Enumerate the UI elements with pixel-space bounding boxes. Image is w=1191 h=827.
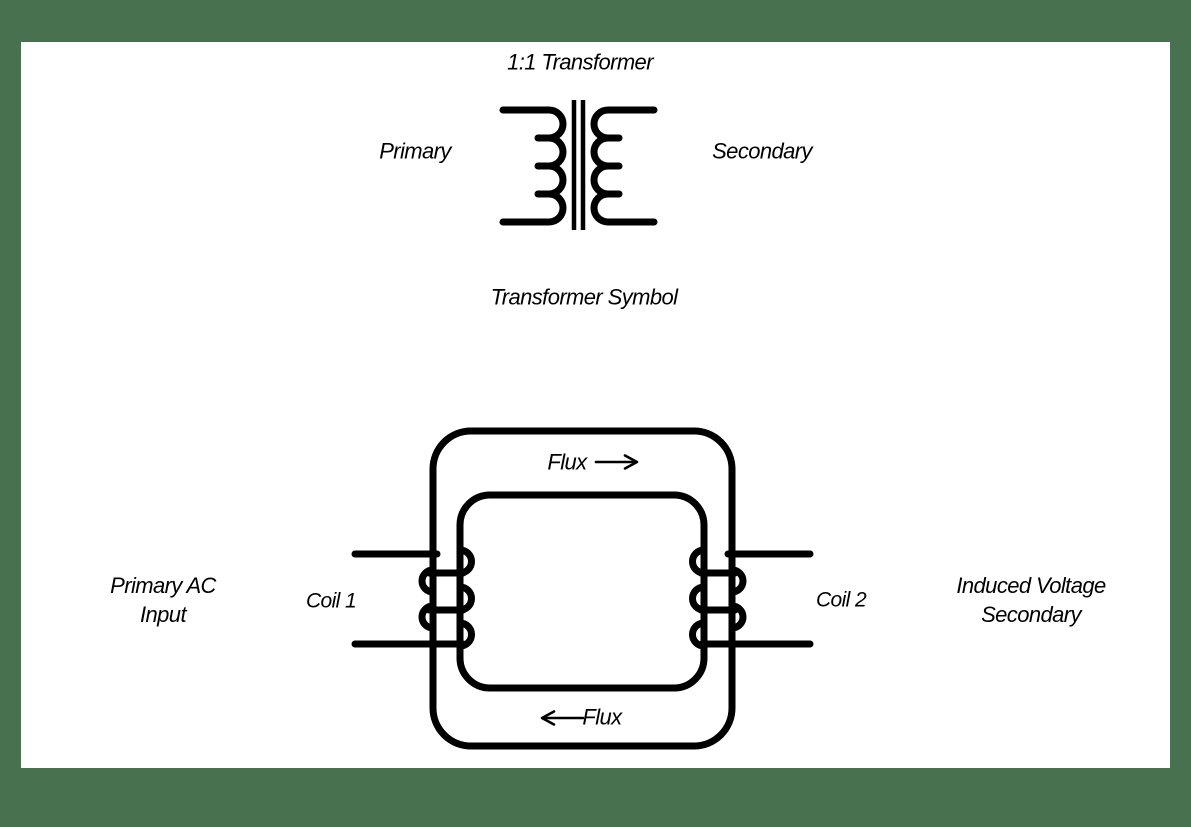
secondary-label: Secondary: [712, 138, 812, 164]
symbol-title: 1:1 Transformer: [507, 49, 653, 75]
primary-input-line1: Primary AC: [110, 573, 216, 598]
coil-2-label: Coil 2: [815, 588, 867, 612]
primary-input-line2: Input: [140, 602, 187, 627]
diagram-canvas: [21, 42, 1170, 768]
flux-top-label: Flux: [547, 449, 587, 475]
flux-bottom-label: Flux: [582, 704, 622, 730]
symbol-caption: Transformer Symbol: [490, 284, 678, 310]
secondary-output-line1: Induced Voltage: [956, 573, 1106, 598]
primary-input-label: Primary AC Input: [110, 571, 216, 629]
secondary-output-line2: Secondary: [981, 602, 1081, 627]
primary-label: Primary: [379, 138, 451, 164]
secondary-output-label: Induced Voltage Secondary: [956, 571, 1106, 629]
coil-1-label: Coil 1: [305, 589, 357, 613]
